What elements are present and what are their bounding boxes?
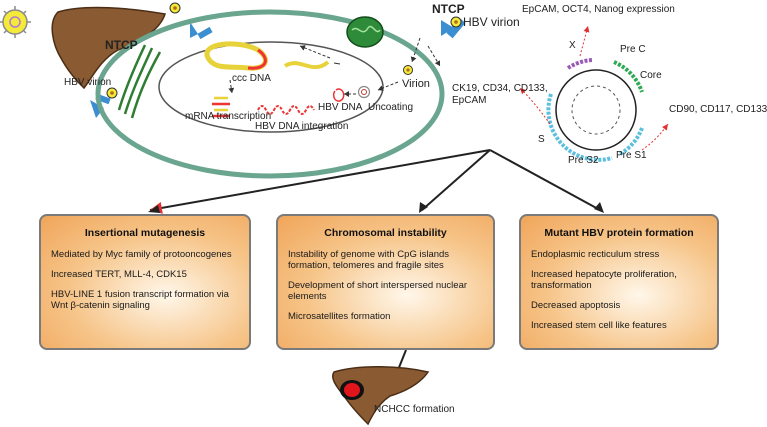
- ccc-dna-label: ccc DNA: [232, 73, 271, 84]
- uncoating-label: Uncoating: [368, 102, 414, 113]
- box-mutant-hbv-protein: Mutant HBV protein formation Endoplasmic…: [519, 214, 719, 350]
- segment-pre-s1: [618, 127, 644, 156]
- virion-icon-topleft: [0, 6, 31, 38]
- genome-s-label: S: [538, 134, 545, 145]
- virion-label: Virion: [402, 78, 430, 90]
- dna-strand-icon: [283, 60, 330, 70]
- endoplasmic-reticulum-icon: [117, 44, 162, 119]
- ntcp-receptor-icon: [441, 16, 466, 39]
- segment-x: [566, 58, 593, 70]
- box-item: Development of short interspersed nuclea…: [288, 280, 468, 302]
- box-item: Increased TERT, MLL-4, CDK15: [51, 269, 187, 280]
- hbv-dna-icon: [332, 88, 345, 102]
- hbv-dna-integration-label: HBV DNA integration: [255, 121, 349, 132]
- ntcp-label-left: NTCP: [105, 38, 138, 52]
- genome-pre-s2-label: Pre S2: [568, 155, 599, 166]
- genome-x-label: X: [569, 40, 576, 51]
- box-chromosomal-instability: Chromosomal instability Instability of g…: [276, 214, 495, 350]
- x-markers-label: EpCAM, OCT4, Nanog expression: [522, 4, 675, 15]
- genome-pre-c-label: Pre C: [620, 44, 646, 55]
- box-title: Chromosomal instability: [324, 227, 447, 239]
- ntcp-receptor-icon: [169, 2, 213, 40]
- mrna-transcription-label: mRNA transcription: [185, 111, 272, 122]
- hbv-virion-label-top: HBV virion: [463, 15, 520, 29]
- segment-pre-c-core: [613, 60, 644, 93]
- outcome-label: NCHCC formation: [374, 404, 455, 415]
- liver-icon-top: [51, 6, 166, 90]
- cell-membrane: [95, 9, 445, 179]
- hbv-dna-label: HBV DNA: [318, 102, 363, 113]
- arrow-s-markers: [519, 87, 551, 125]
- liver-tumor-icon: [332, 366, 430, 426]
- mitochondrion-icon: [346, 16, 384, 48]
- genome-core-label: Core: [640, 70, 662, 81]
- segment-s: [546, 93, 613, 162]
- integration-dna-icon: [257, 105, 315, 115]
- box-insertional-mutagenesis: Insertional mutagenesis Mediated by Myc …: [39, 214, 251, 350]
- branch-arrows: [149, 149, 601, 214]
- ntcp-label-right: NTCP: [432, 2, 465, 16]
- box-title: Mutant HBV protein formation: [544, 227, 694, 239]
- arrow-x-markers: [579, 25, 590, 57]
- uncoating-particle-icon: [357, 85, 371, 99]
- mrna-icon: [212, 96, 230, 118]
- box-item: Increased hepatocyte proliferation, tran…: [531, 269, 677, 291]
- virion-icon-inside: [403, 65, 413, 75]
- box-item: Microsatellites formation: [288, 311, 391, 322]
- pres1-markers-label: CD90, CD117, CD133: [669, 104, 767, 115]
- box-item: Endoplasmic recticulum stress: [531, 249, 660, 260]
- genome-pre-s1-label: Pre S1: [616, 150, 647, 161]
- box-item: Decreased apoptosis: [531, 300, 621, 311]
- arrow-pres1-markers: [641, 123, 669, 151]
- box-item: Instability of genome with CpG islands f…: [288, 249, 450, 271]
- hbv-genome-map: [546, 58, 644, 162]
- box-item: HBV-LINE 1 fusion transcript formation v…: [51, 289, 229, 311]
- box-title: Insertional mutagenesis: [84, 227, 206, 239]
- s-markers-label-1: CK19, CD34, CD133,: [452, 83, 548, 94]
- box-item: Increased stem cell like features: [531, 320, 667, 331]
- box-item: Mediated by Myc family of protooncogenes: [51, 249, 232, 260]
- s-markers-label-2: EpCAM: [452, 95, 487, 106]
- hbv-virion-label-left: HBV virion: [64, 77, 112, 88]
